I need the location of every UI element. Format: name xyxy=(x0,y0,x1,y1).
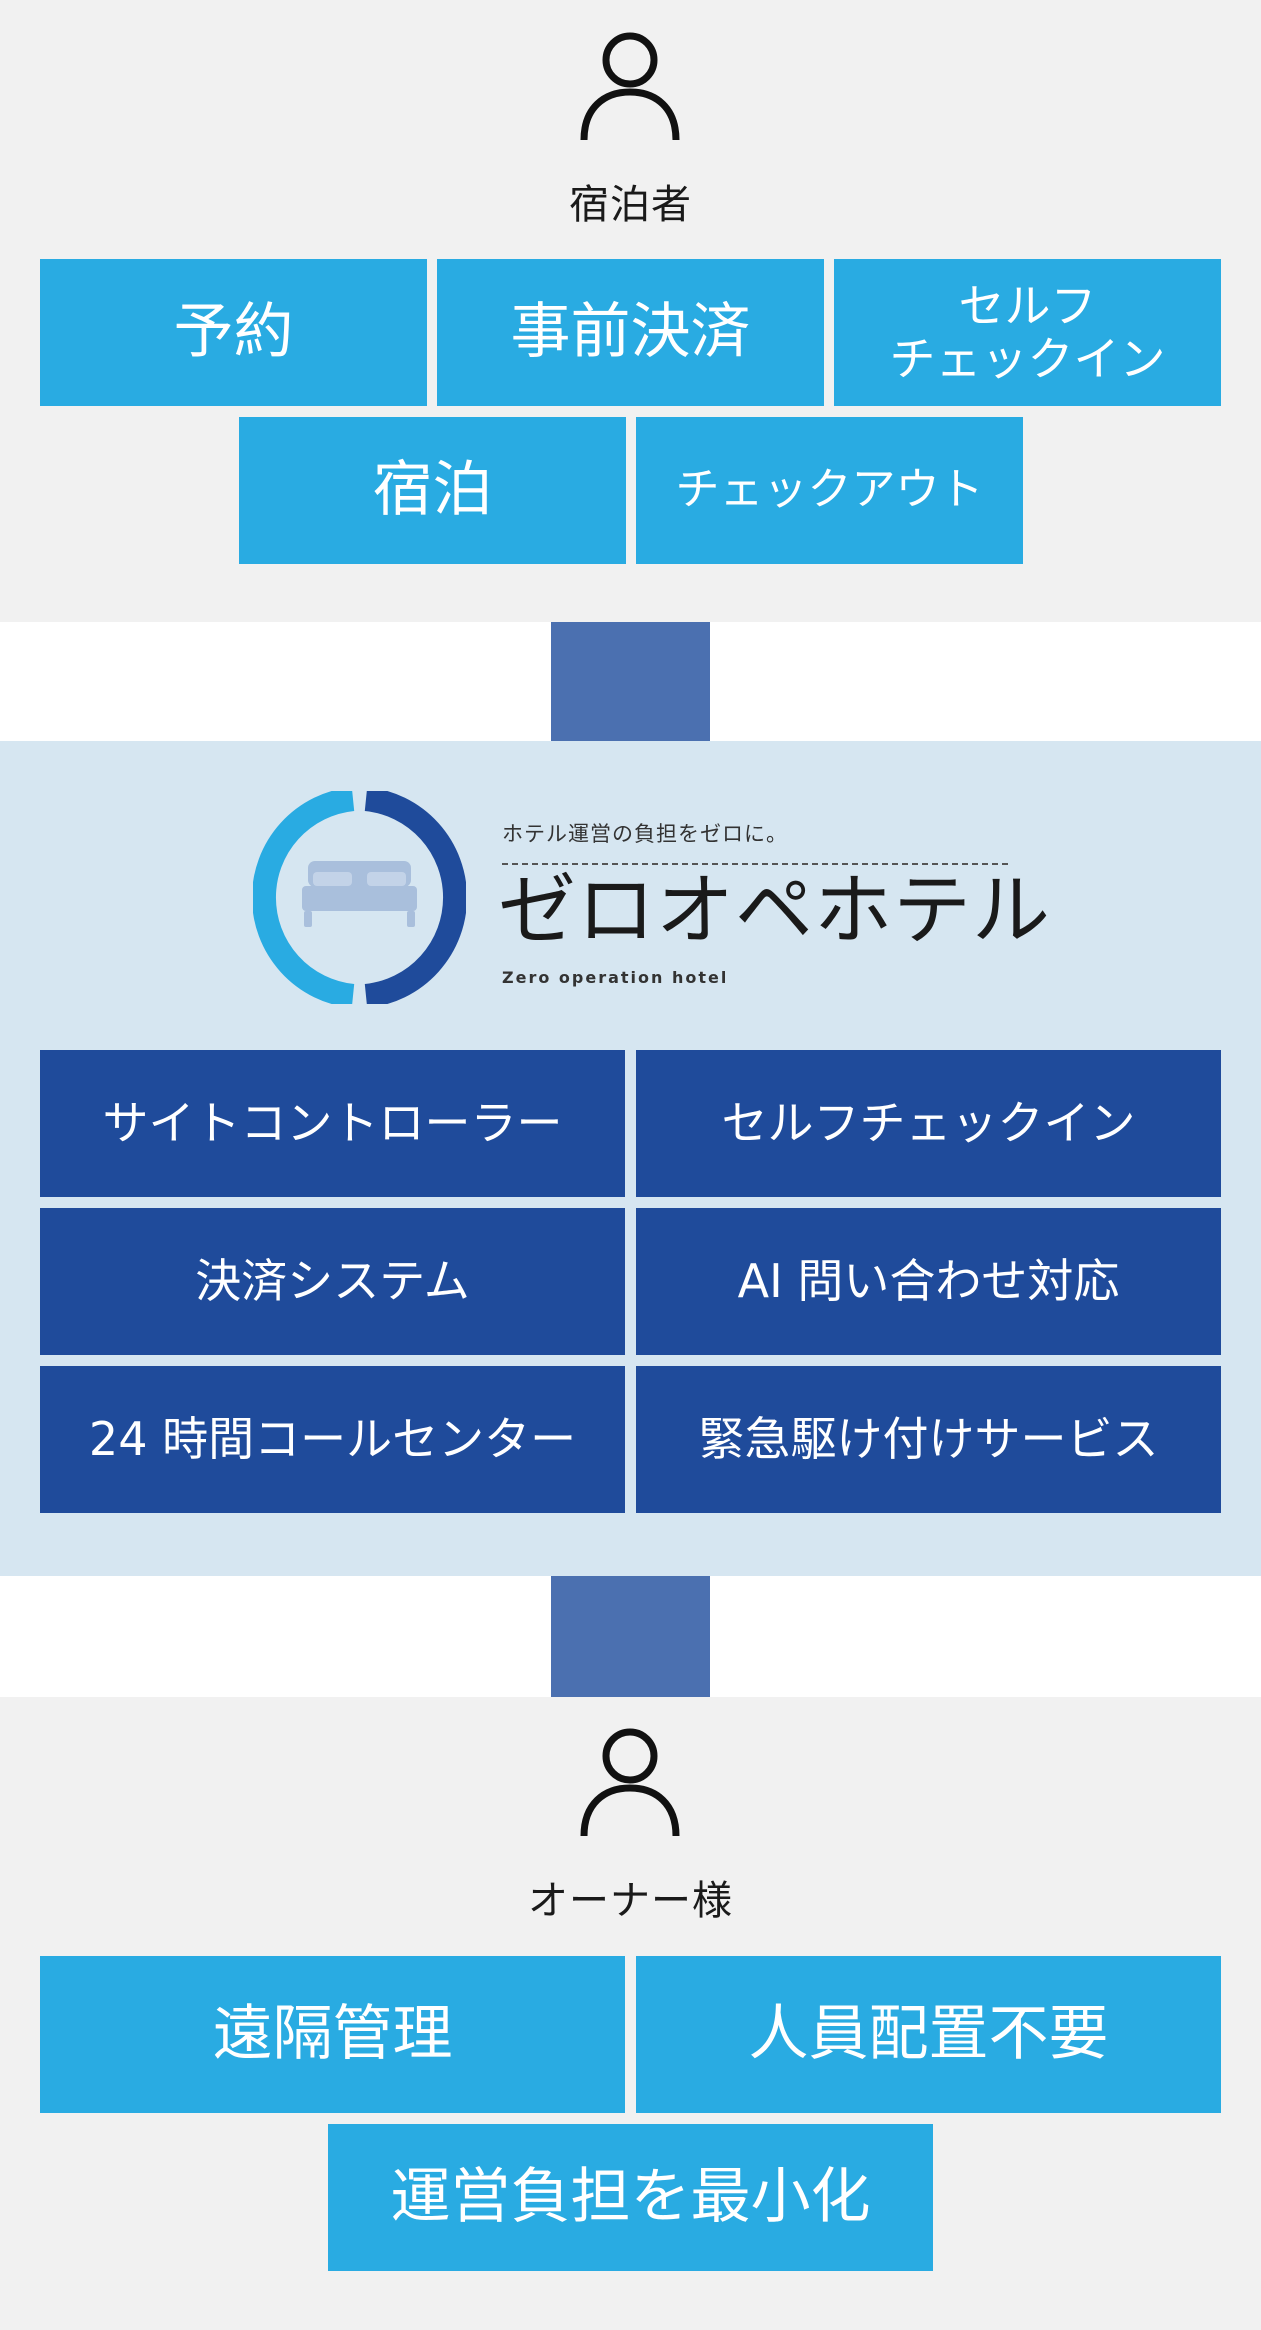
guest-label: 宿泊者 xyxy=(569,182,692,228)
owner-person-icon xyxy=(580,1728,680,1837)
owner-label: オーナー様 xyxy=(528,1878,733,1924)
feature-site-controller: サイトコントローラー xyxy=(40,1050,625,1197)
benefit-remote-management: 遠隔管理 xyxy=(40,1956,625,2113)
step-prepayment: 事前決済 xyxy=(437,259,824,406)
brand-tagline: ホテル運営の負担をゼロに。 xyxy=(502,822,788,846)
benefit-no-staffing: 人員配置不要 xyxy=(636,1956,1221,2113)
step-reservation: 予約 xyxy=(40,259,427,406)
feature-emergency-service: 緊急駆け付けサービス xyxy=(636,1366,1221,1513)
guest-person-icon xyxy=(580,32,680,141)
benefit-minimize-burden: 運営負担を最小化 xyxy=(328,2124,933,2271)
connector-bottom xyxy=(551,1576,710,1697)
hotel-bed-logo-icon xyxy=(253,791,466,1004)
step-stay: 宿泊 xyxy=(239,417,626,564)
step-checkout: チェックアウト xyxy=(636,417,1023,564)
step-self-checkin: セルフ チェックイン xyxy=(834,259,1221,406)
brand-subtitle: Zero operation hotel xyxy=(502,968,729,987)
feature-call-center: 24 時間コールセンター xyxy=(40,1366,625,1513)
brand-title: ゼロオペホテル xyxy=(498,866,1052,956)
feature-self-checkin: セルフチェックイン xyxy=(636,1050,1221,1197)
connector-top xyxy=(551,622,710,741)
feature-ai-inquiry: AI 問い合わせ対応 xyxy=(636,1208,1221,1355)
feature-payment-system: 決済システム xyxy=(40,1208,625,1355)
tagline-divider xyxy=(502,863,1008,865)
